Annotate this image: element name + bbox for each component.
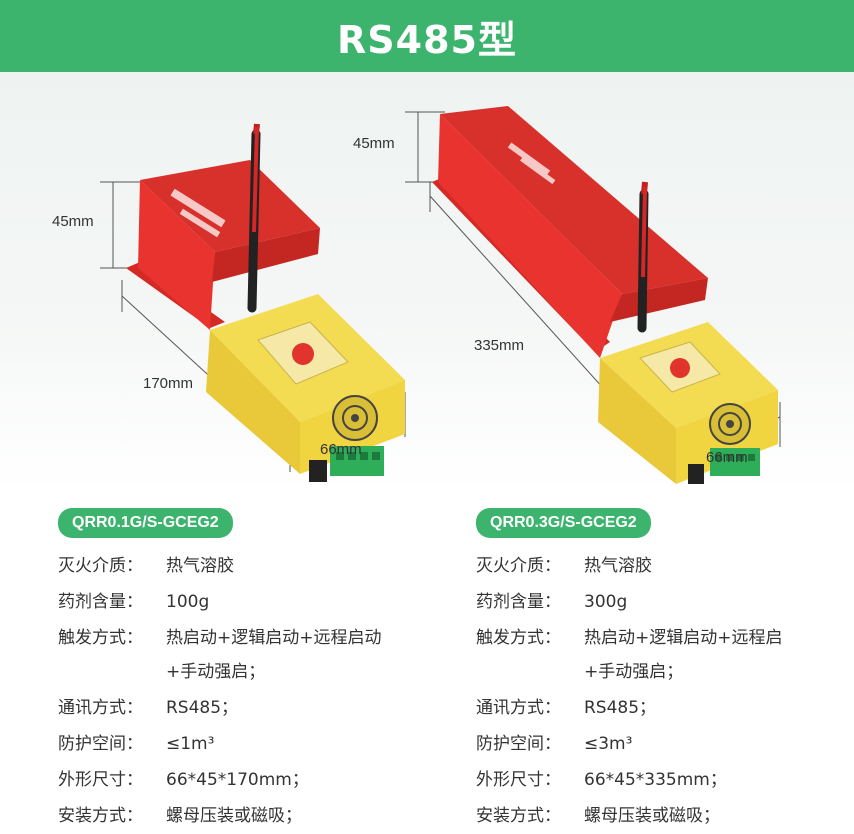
spec-key: 外形尺寸：	[58, 770, 143, 790]
spec-key: 通讯方式：	[476, 698, 561, 718]
spec-value: 热启动+逻辑启动+远程启动	[166, 628, 382, 648]
left-device-image	[100, 123, 406, 482]
spec-value: ≤3m³	[584, 734, 633, 754]
spec-value: 66*45*335mm；	[584, 770, 727, 790]
spec-row: 通讯方式： RS485；	[58, 690, 382, 726]
spec-row: 外形尺寸： 66*45*170mm；	[58, 762, 382, 798]
left-width-dimension: 66mm	[320, 441, 362, 458]
spec-value: ≤1m³	[166, 734, 215, 754]
right-model-badge: QRR0.3G/S-GCEG2	[476, 508, 651, 538]
spec-value: 热启动+逻辑启动+远程启	[584, 628, 783, 648]
spec-value: +手动强启；	[584, 662, 684, 682]
spec-row: 安装方式： 螺母压装或磁吸；	[476, 798, 783, 834]
right-width-dimension: 66mm	[706, 449, 748, 466]
spec-value: 热气溶胶	[584, 556, 652, 576]
left-length-dimension: 170mm	[143, 375, 194, 392]
spec-key: 防护空间：	[58, 734, 143, 754]
spec-row-continuation: +手动强启；	[476, 654, 783, 690]
spec-value: 热气溶胶	[166, 556, 234, 576]
spec-value: RS485；	[584, 698, 657, 718]
spec-key: 药剂含量：	[476, 592, 561, 612]
spec-row: 外形尺寸： 66*45*335mm；	[476, 762, 783, 798]
right-spec-list: 灭火介质： 热气溶胶 药剂含量： 300g 触发方式： 热启动+逻辑启动+远程启…	[476, 548, 783, 834]
spec-key: 外形尺寸：	[476, 770, 561, 790]
product-illustration	[100, 106, 781, 484]
right-device-image	[405, 106, 781, 484]
page-title: RS485型	[337, 17, 517, 62]
spec-row: 触发方式： 热启动+逻辑启动+远程启	[476, 620, 783, 656]
spec-row: 安装方式： 螺母压装或磁吸；	[58, 798, 382, 834]
spec-value: 100g	[166, 592, 210, 612]
spec-row: 灭火介质： 热气溶胶	[476, 548, 783, 584]
left-spec-list: 灭火介质： 热气溶胶 药剂含量： 100g 触发方式： 热启动+逻辑启动+远程启…	[58, 548, 382, 834]
spec-key: 通讯方式：	[58, 698, 143, 718]
spec-key: 安装方式：	[58, 806, 143, 826]
left-height-dimension: 45mm	[52, 213, 94, 230]
spec-row: 触发方式： 热启动+逻辑启动+远程启动	[58, 620, 382, 656]
spec-key: 安装方式：	[476, 806, 561, 826]
left-spec-column: QRR0.1G/S-GCEG2 灭火介质： 热气溶胶 药剂含量： 100g 触发…	[58, 508, 382, 834]
right-length-dimension: 335mm	[474, 337, 525, 354]
right-spec-column: QRR0.3G/S-GCEG2 灭火介质： 热气溶胶 药剂含量： 300g 触发…	[476, 508, 783, 834]
header-banner: RS485型	[0, 0, 854, 72]
spec-key: 灭火介质：	[476, 556, 561, 576]
spec-row: 防护空间： ≤3m³	[476, 726, 783, 762]
spec-value: RS485；	[166, 698, 239, 718]
spec-key: 防护空间：	[476, 734, 561, 754]
spec-value: 300g	[584, 592, 628, 612]
spec-key: 触发方式：	[58, 628, 143, 648]
spec-value: +手动强启；	[166, 662, 266, 682]
left-model-badge: QRR0.1G/S-GCEG2	[58, 508, 233, 538]
right-height-dimension: 45mm	[353, 135, 395, 152]
spec-row: 通讯方式： RS485；	[476, 690, 783, 726]
spec-value: 螺母压装或磁吸；	[584, 806, 720, 826]
spec-key: 灭火介质：	[58, 556, 143, 576]
spec-row: 防护空间： ≤1m³	[58, 726, 382, 762]
spec-value: 66*45*170mm；	[166, 770, 309, 790]
spec-row-continuation: +手动强启；	[58, 654, 382, 690]
spec-row: 药剂含量： 100g	[58, 584, 382, 620]
spec-key: 触发方式：	[476, 628, 561, 648]
spec-row: 灭火介质： 热气溶胶	[58, 548, 382, 584]
spec-value: 螺母压装或磁吸；	[166, 806, 302, 826]
spec-key: 药剂含量：	[58, 592, 143, 612]
spec-row: 药剂含量： 300g	[476, 584, 783, 620]
